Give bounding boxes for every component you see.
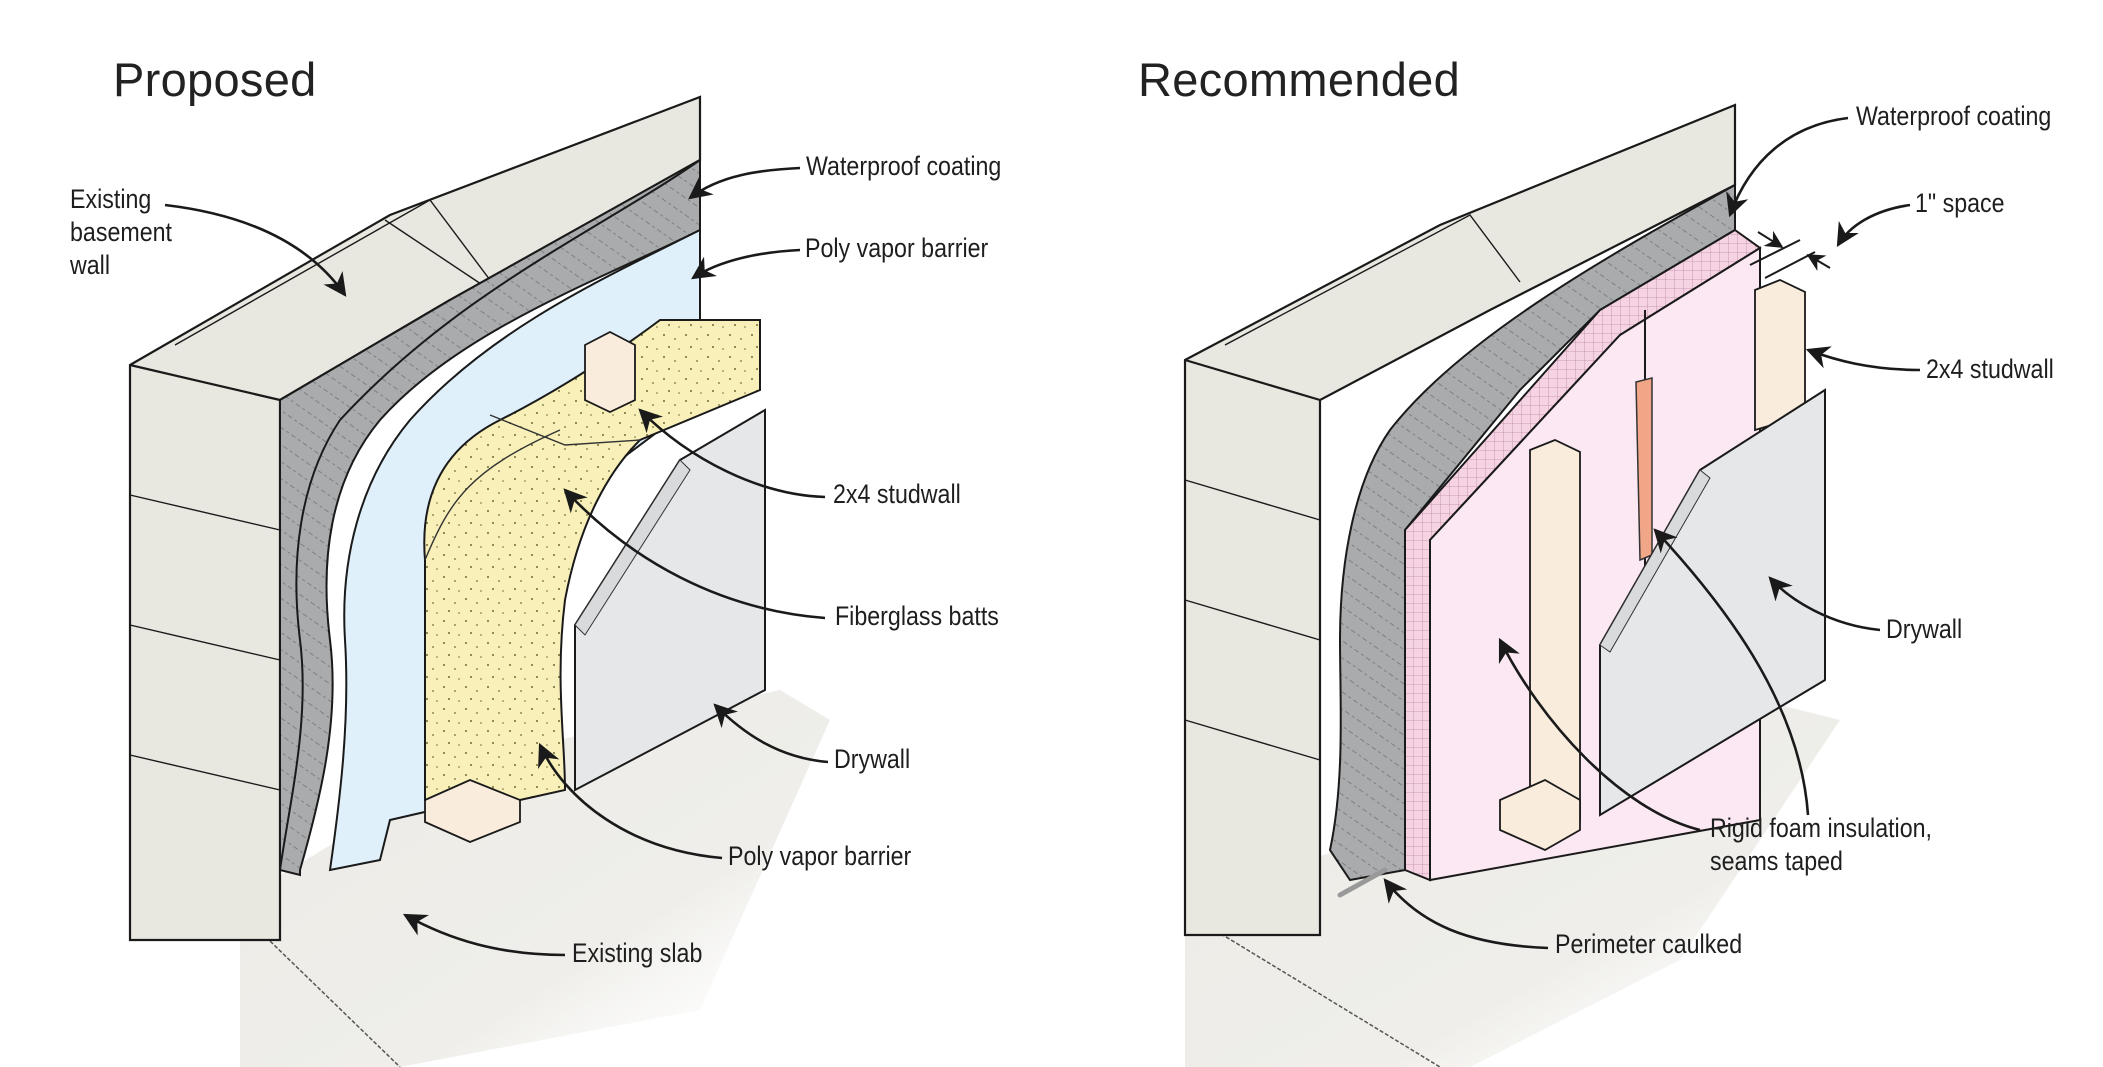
recommended-leaders <box>1383 116 1921 950</box>
waterproof-coating-shape <box>279 158 701 877</box>
recommended-drawing <box>1183 103 1840 1067</box>
label-line: Poly vapor barrier <box>805 233 989 263</box>
label-line: Drywall <box>1886 614 1963 644</box>
label-line: Perimeter caulked <box>1555 929 1743 959</box>
leader-drywall-right <box>1768 576 1881 632</box>
leader-rigid-foam-face <box>1498 637 1701 832</box>
leader-poly-bottom <box>538 742 723 860</box>
label-line: basement <box>70 217 172 247</box>
label-line: Poly vapor barrier <box>728 841 912 871</box>
label-poly-vapor-barrier-top: Poly vapor barrier <box>805 232 988 265</box>
label-line: Rigid foam insulation, <box>1710 813 1933 843</box>
leader-waterproof-coating-right <box>1726 116 1849 218</box>
label-line: 1" space <box>1915 188 2005 218</box>
label-studwall-right: 2x4 studwall <box>1926 353 2054 386</box>
existing-slab-shape <box>240 690 830 1067</box>
label-fiberglass-batts: Fiberglass batts <box>835 600 999 633</box>
existing-basement-wall-shape-right <box>1183 103 1737 937</box>
drywall-shape-right <box>1599 388 1826 817</box>
studwall-shape-right <box>1499 279 1806 852</box>
drywall-shape <box>574 408 766 792</box>
label-existing-slab: Existing slab <box>572 937 702 970</box>
leader-existing-slab <box>402 913 566 957</box>
label-poly-vapor-barrier-bottom: Poly vapor barrier <box>728 840 911 873</box>
leader-poly-top <box>691 248 801 280</box>
leader-one-inch-space <box>1836 203 1911 248</box>
leader-drywall <box>713 703 829 764</box>
leader-perimeter-caulk <box>1383 878 1549 950</box>
one-inch-space-dimension <box>1749 230 1831 279</box>
leader-studwall-right <box>1805 346 1921 372</box>
panel-title-recommended: Recommended <box>1138 53 1461 106</box>
label-one-inch-space: 1" space <box>1915 187 2005 220</box>
leader-waterproof-coating <box>688 166 801 200</box>
label-line: 2x4 studwall <box>1926 354 2054 384</box>
label-waterproof-coating-right: Waterproof coating <box>1856 100 2051 133</box>
label-line: 2x4 studwall <box>833 479 961 509</box>
fiberglass-batts-shape <box>423 319 761 801</box>
leader-existing-wall <box>164 203 347 297</box>
label-studwall: 2x4 studwall <box>833 478 961 511</box>
studwall-shape <box>424 330 636 843</box>
label-perimeter-caulked: Perimeter caulked <box>1555 928 1742 961</box>
leader-seam-tape <box>1653 528 1810 816</box>
label-drywall-right: Drywall <box>1886 613 1962 646</box>
leader-studwall <box>638 408 826 499</box>
label-line: seams taped <box>1710 846 1843 876</box>
waterproof-coating-shape-right <box>1328 183 1736 882</box>
label-drywall: Drywall <box>834 743 910 776</box>
label-line: wall <box>70 250 111 280</box>
leader-fiberglass <box>563 488 826 620</box>
label-waterproof-coating: Waterproof coating <box>806 150 1001 183</box>
label-existing-basement-wall: Existing basement wall <box>70 183 172 282</box>
label-line: Existing <box>70 184 152 214</box>
proposed-leaders <box>164 166 829 957</box>
label-line: Fiberglass batts <box>835 601 999 631</box>
perimeter-caulk-shape <box>1337 867 1388 898</box>
label-line: Drywall <box>834 744 911 774</box>
label-rigid-foam-insulation: Rigid foam insulation, seams taped <box>1710 812 1932 878</box>
label-line: Waterproof coating <box>806 151 1002 181</box>
label-line: Existing slab <box>572 938 703 968</box>
panel-title-proposed: Proposed <box>113 53 317 106</box>
label-line: Waterproof coating <box>1856 101 2052 131</box>
proposed-drawing <box>128 95 830 1067</box>
